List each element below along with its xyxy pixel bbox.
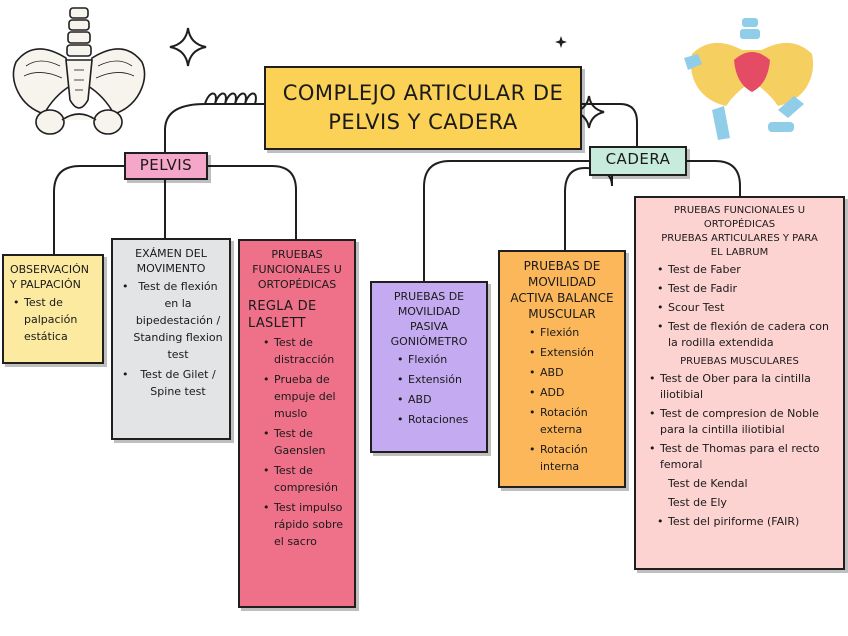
list-item: Test de palpación estática [13, 294, 96, 345]
list-item: Test de compresion de Noble para la cint… [649, 406, 837, 438]
list-item: Test de compresión [263, 462, 348, 496]
list-item: Rotación externa [529, 404, 618, 438]
pruebas-pelvis-list: Test de distracción Prueba de empuje del… [246, 334, 348, 550]
card-title-line: MOVIMENTO [136, 262, 206, 275]
list-item: Test de distracción [263, 334, 348, 368]
list-item: Extensión [397, 371, 480, 388]
list-item: Test impulso rápido sobre el sacro [263, 499, 348, 550]
card-title-line: ORTOPÉDICAS [703, 219, 776, 230]
pruebas-articulares-list: Test de Faber Test de Fadir Scour Test T… [642, 262, 837, 351]
list-item: Rotaciones [397, 411, 480, 428]
plain-item: Test de Kendal [668, 477, 748, 490]
list-item: Flexión [529, 324, 618, 341]
card-title-line: Y PALPACIÓN [10, 278, 81, 291]
list-item: ABD [529, 364, 618, 381]
movilidad-activa-card: PRUEBAS DE MOVILIDAD ACTIVA BALANCE MUSC… [498, 250, 626, 488]
star-icon [555, 36, 567, 48]
pruebas-musculares-title: PRUEBAS MUSCULARES [680, 356, 799, 367]
card-title-line: GONIÓMETRO [390, 335, 468, 348]
list-item: Test de Fadir [657, 281, 837, 297]
list-item: Prueba de empuje del muslo [263, 371, 348, 422]
card-title-line: EL LABRUM [710, 247, 769, 258]
list-item: Test de flexión en la bipedestación / St… [122, 278, 223, 363]
list-item: Test del piriforme (FAIR) [657, 514, 837, 530]
card-title-line: PRUEBAS DE [393, 290, 465, 303]
list-item: Extensión [529, 344, 618, 361]
hip-joint-icon [684, 18, 814, 140]
examen-list: Test de flexión en la bipedestación / St… [119, 278, 223, 400]
card-title-line: OBSERVACIÓN [10, 263, 89, 276]
regla-laslett-subtitle: REGLA DE LASLETT [248, 299, 317, 331]
card-title: PRUEBAS FUNCIONALES U ORTOPÉDICAS [246, 247, 348, 292]
observacion-list: Test de palpación estática [10, 294, 96, 345]
sparkle-icon [169, 27, 207, 67]
list-item: Test de Faber [657, 262, 837, 278]
card-title: OBSERVACIÓN Y PALPACIÓN [10, 262, 96, 292]
list-item: Test de Gaenslen [263, 425, 348, 459]
list-item: Scour Test [657, 300, 837, 316]
pelvis-skeleton-icon [12, 7, 146, 135]
pelvis-tag: PELVIS [124, 152, 208, 180]
card-title-line: ACTIVA BALANCE [510, 291, 614, 305]
main-title-line: PELVIS Y CADERA [328, 110, 518, 134]
list-item: ABD [397, 391, 480, 408]
card-title-line: EXÁMEN DEL [135, 247, 207, 260]
card-title-line: MOVILIDAD [397, 305, 461, 318]
card-title-line: PRUEBAS [271, 248, 323, 261]
card-title-line: PRUEBAS ARTICULARES Y PARA [661, 233, 818, 244]
examen-card: EXÁMEN DEL MOVIMENTO Test de flexión en … [111, 238, 231, 440]
list-item: Test de Ober para la cintilla iliotibial [649, 371, 837, 403]
card-title: PRUEBAS FUNCIONALES U ORTOPÉDICAS PRUEBA… [642, 204, 837, 260]
card-title-line: PRUEBAS FUNCIONALES U [673, 205, 806, 216]
list-item: Flexión [397, 351, 480, 368]
card-title-line: PASIVA [409, 320, 449, 333]
cadera-tag: CADERA [589, 146, 687, 176]
card-title-line: PRUEBAS DE [523, 259, 601, 273]
main-title: COMPLEJO ARTICULAR DE PELVIS Y CADERA [264, 66, 582, 150]
pruebas-musculares-list-b: Test del piriforme (FAIR) [642, 514, 837, 530]
pruebas-cadera-card: PRUEBAS FUNCIONALES U ORTOPÉDICAS PRUEBA… [634, 196, 845, 570]
list-item: ADD [529, 384, 618, 401]
list-item: Rotación interna [529, 441, 618, 475]
observacion-card: OBSERVACIÓN Y PALPACIÓN Test de palpació… [2, 254, 104, 364]
list-item: Test de flexión de cadera con la rodilla… [657, 319, 837, 351]
card-title: PRUEBAS DE MOVILIDAD PASIVA GONIÓMETRO [378, 289, 480, 349]
plain-item: Test de Ely [668, 496, 727, 509]
card-title-line: MOVILIDAD [527, 275, 597, 289]
movilidad-pasiva-card: PRUEBAS DE MOVILIDAD PASIVA GONIÓMETRO F… [370, 281, 488, 453]
card-title: PRUEBAS DE MOVILIDAD ACTIVA BALANCE MUSC… [506, 258, 618, 322]
card-title: EXÁMEN DEL MOVIMENTO [119, 246, 223, 276]
card-title-line: FUNCIONALES U [252, 263, 342, 276]
movilidad-pasiva-list: Flexión Extensión ABD Rotaciones [378, 351, 480, 428]
card-title-line: MUSCULAR [528, 307, 596, 321]
card-title-line: ORTOPÉDICAS [257, 278, 337, 291]
main-title-line: COMPLEJO ARTICULAR DE [282, 81, 564, 105]
pruebas-pelvis-card: PRUEBAS FUNCIONALES U ORTOPÉDICAS REGLA … [238, 239, 356, 608]
list-item: Test de Thomas para el recto femoral [649, 441, 837, 473]
list-item: Test de Gilet / Spine test [122, 366, 223, 400]
pruebas-musculares-list: Test de Ober para la cintilla iliotibial… [642, 371, 837, 473]
movilidad-activa-list: Flexión Extensión ABD ADD Rotación exter… [506, 324, 618, 475]
